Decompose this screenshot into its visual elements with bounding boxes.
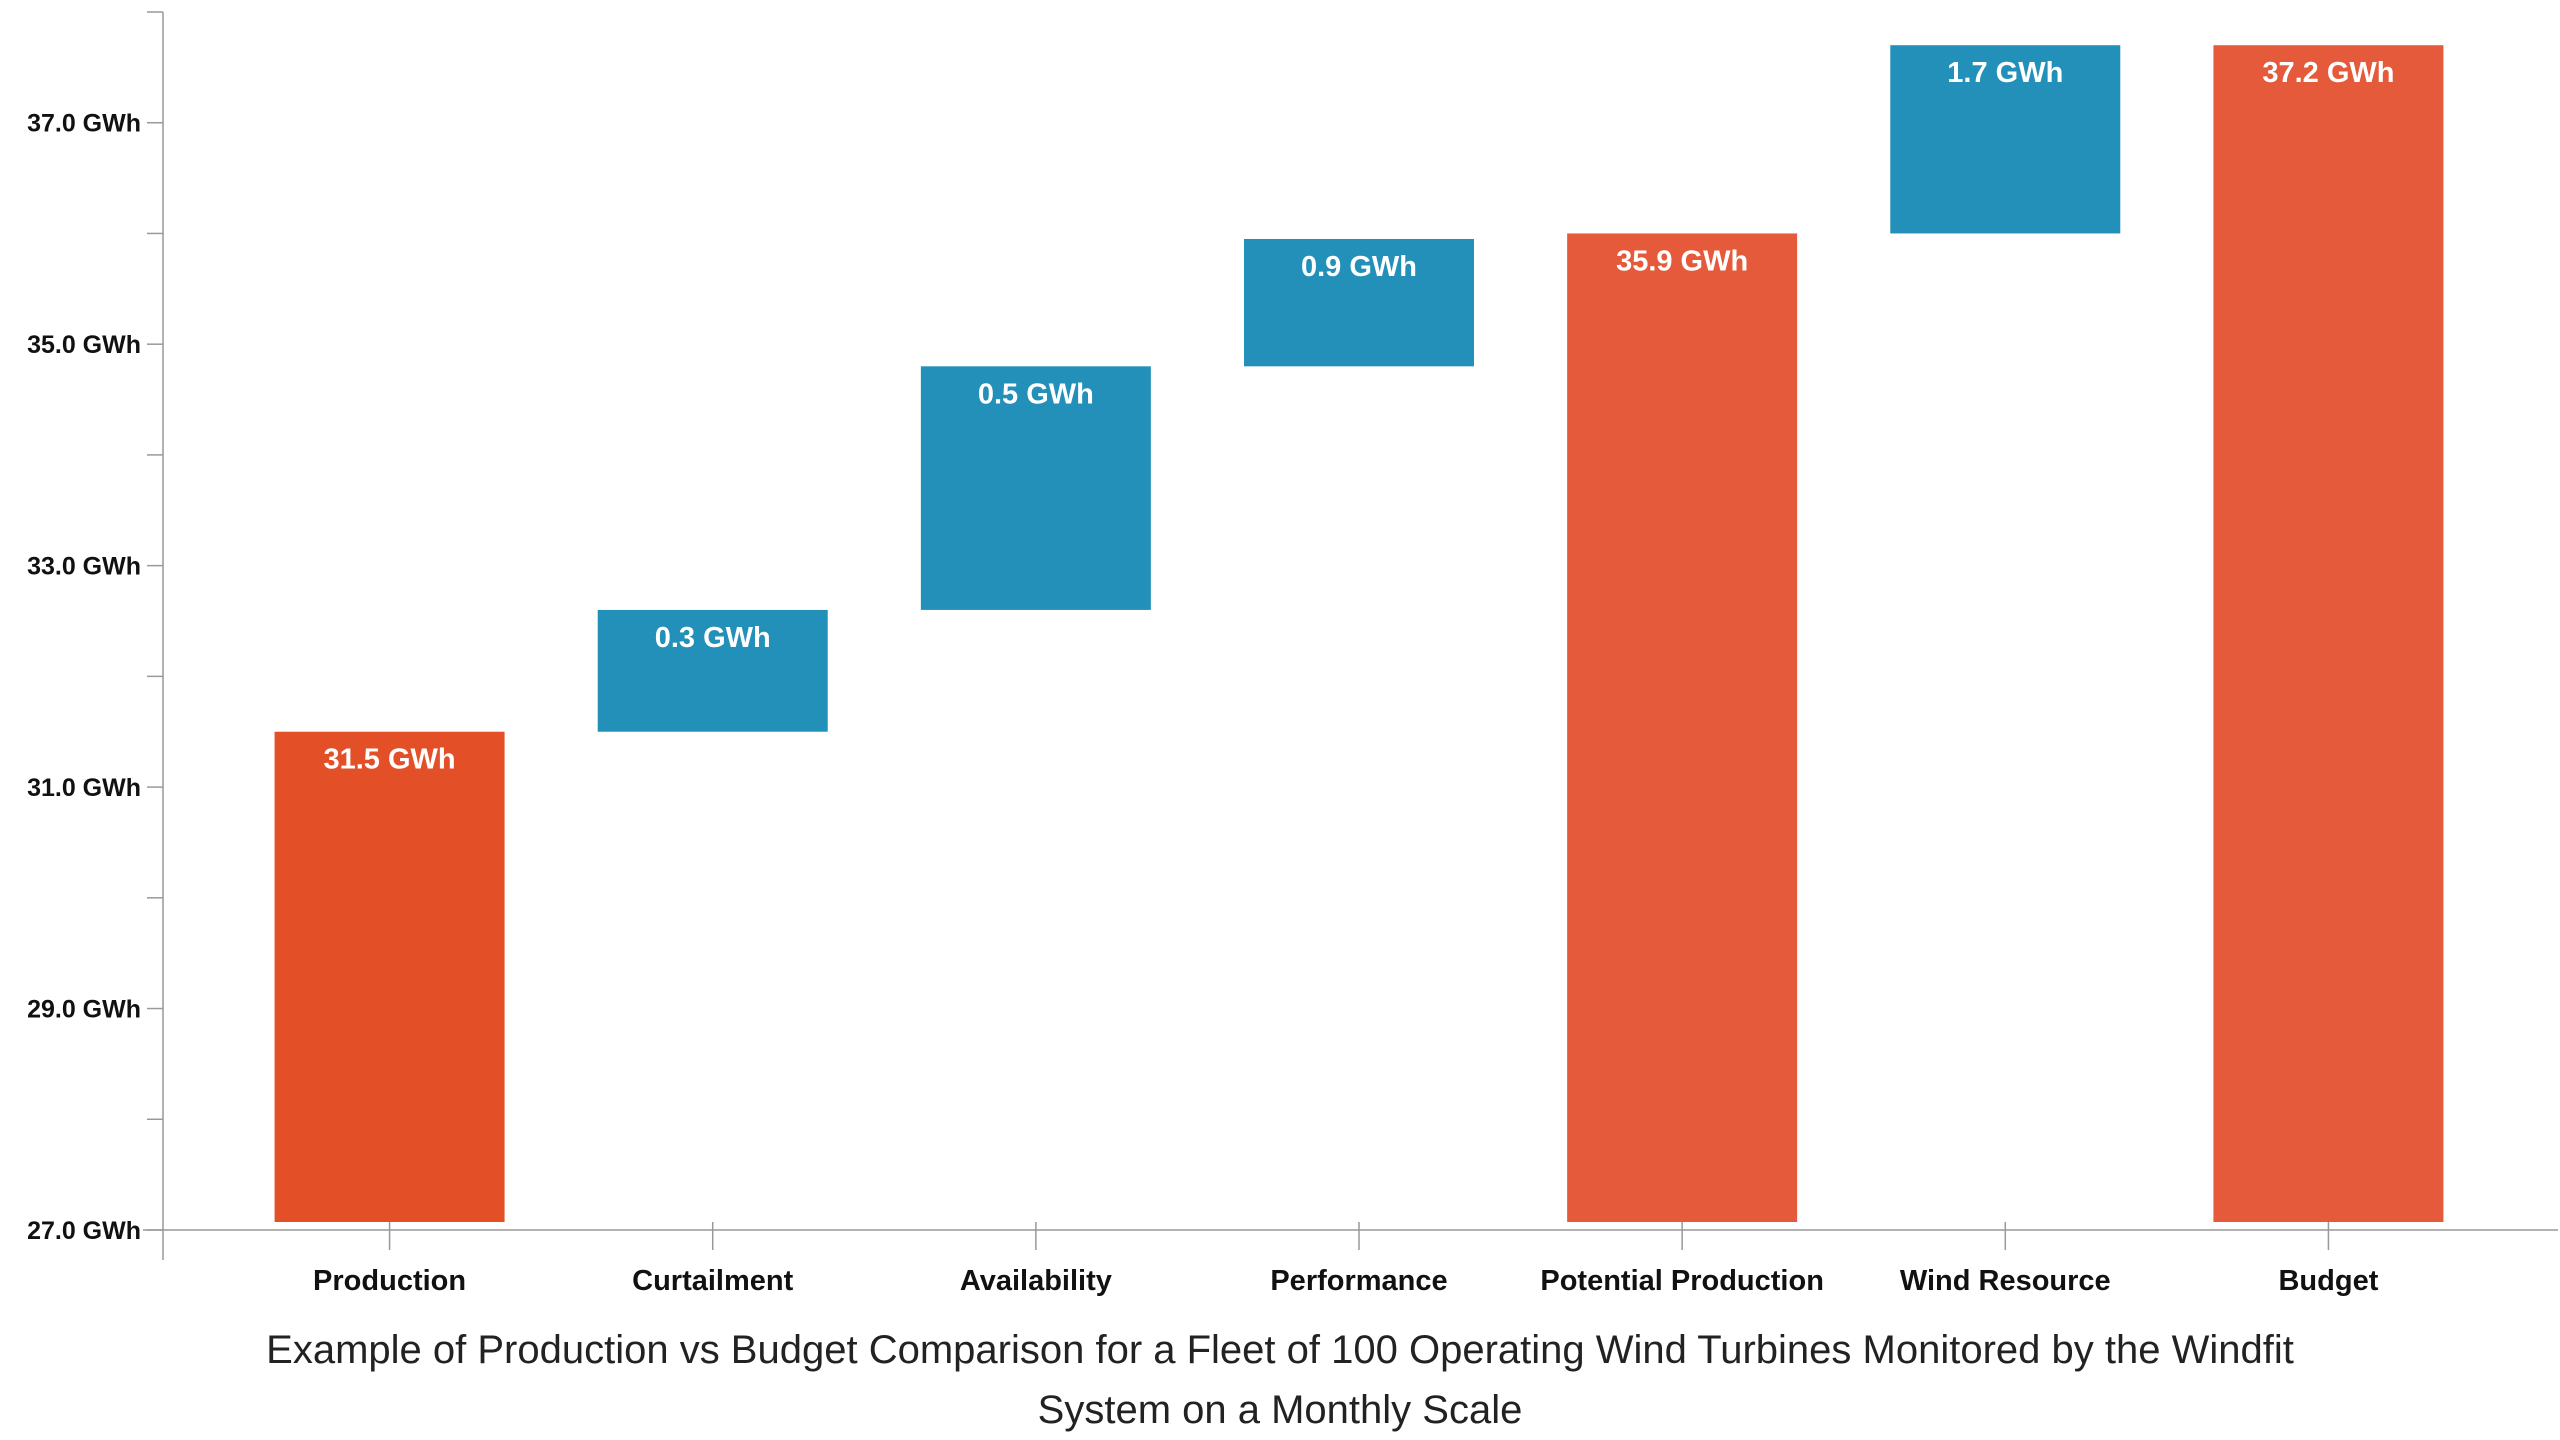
data-label: 35.9 GWh (1616, 245, 1748, 277)
bar-availability (920, 366, 1151, 610)
bar-curtailment (597, 609, 828, 732)
bar-performance (1244, 238, 1474, 367)
bar-production (274, 731, 505, 1222)
y-tick-label: 37.0 GWh (27, 110, 141, 138)
x-tick-label: Budget (2278, 1265, 2378, 1297)
chart-caption-line-1: Example of Production vs Budget Comparis… (266, 1328, 2294, 1372)
data-label: 0.5 GWh (978, 378, 1094, 410)
bar-potential-production (1567, 233, 1798, 1223)
x-tick-label: Performance (1270, 1265, 1447, 1297)
y-tick-label: 29.0 GWh (27, 996, 141, 1024)
x-tick-label: Production (313, 1265, 466, 1297)
data-label: 37.2 GWh (2262, 57, 2394, 89)
x-tick-label: Wind Resource (1900, 1265, 2111, 1297)
x-tick-label: Curtailment (632, 1265, 793, 1297)
chart-bars (274, 45, 2444, 1223)
y-tick-label: 35.0 GWh (27, 331, 141, 359)
y-tick-label: 27.0 GWh (27, 1217, 141, 1245)
chart-axes: 27.0 GWh 29.0 GWh 31.0 GWh 33.0 GWh 35.0 GWh… (27, 11, 2558, 1260)
data-label: 1.7 GWh (1947, 57, 2063, 89)
x-tick-label: Availability (960, 1265, 1112, 1297)
y-tick-label: 31.0 GWh (27, 774, 141, 802)
bar-budget (2213, 45, 2444, 1223)
bar-wind-resource (1890, 45, 2121, 234)
data-label: 31.5 GWh (323, 744, 455, 776)
chart-caption-line-2: System on a Monthly Scale (1037, 1388, 1523, 1432)
data-label: 0.9 GWh (1301, 251, 1417, 283)
x-tick-label: Potential Production (1540, 1265, 1824, 1297)
data-label: 0.3 GWh (655, 622, 771, 654)
y-tick-label: 33.0 GWh (27, 553, 141, 581)
